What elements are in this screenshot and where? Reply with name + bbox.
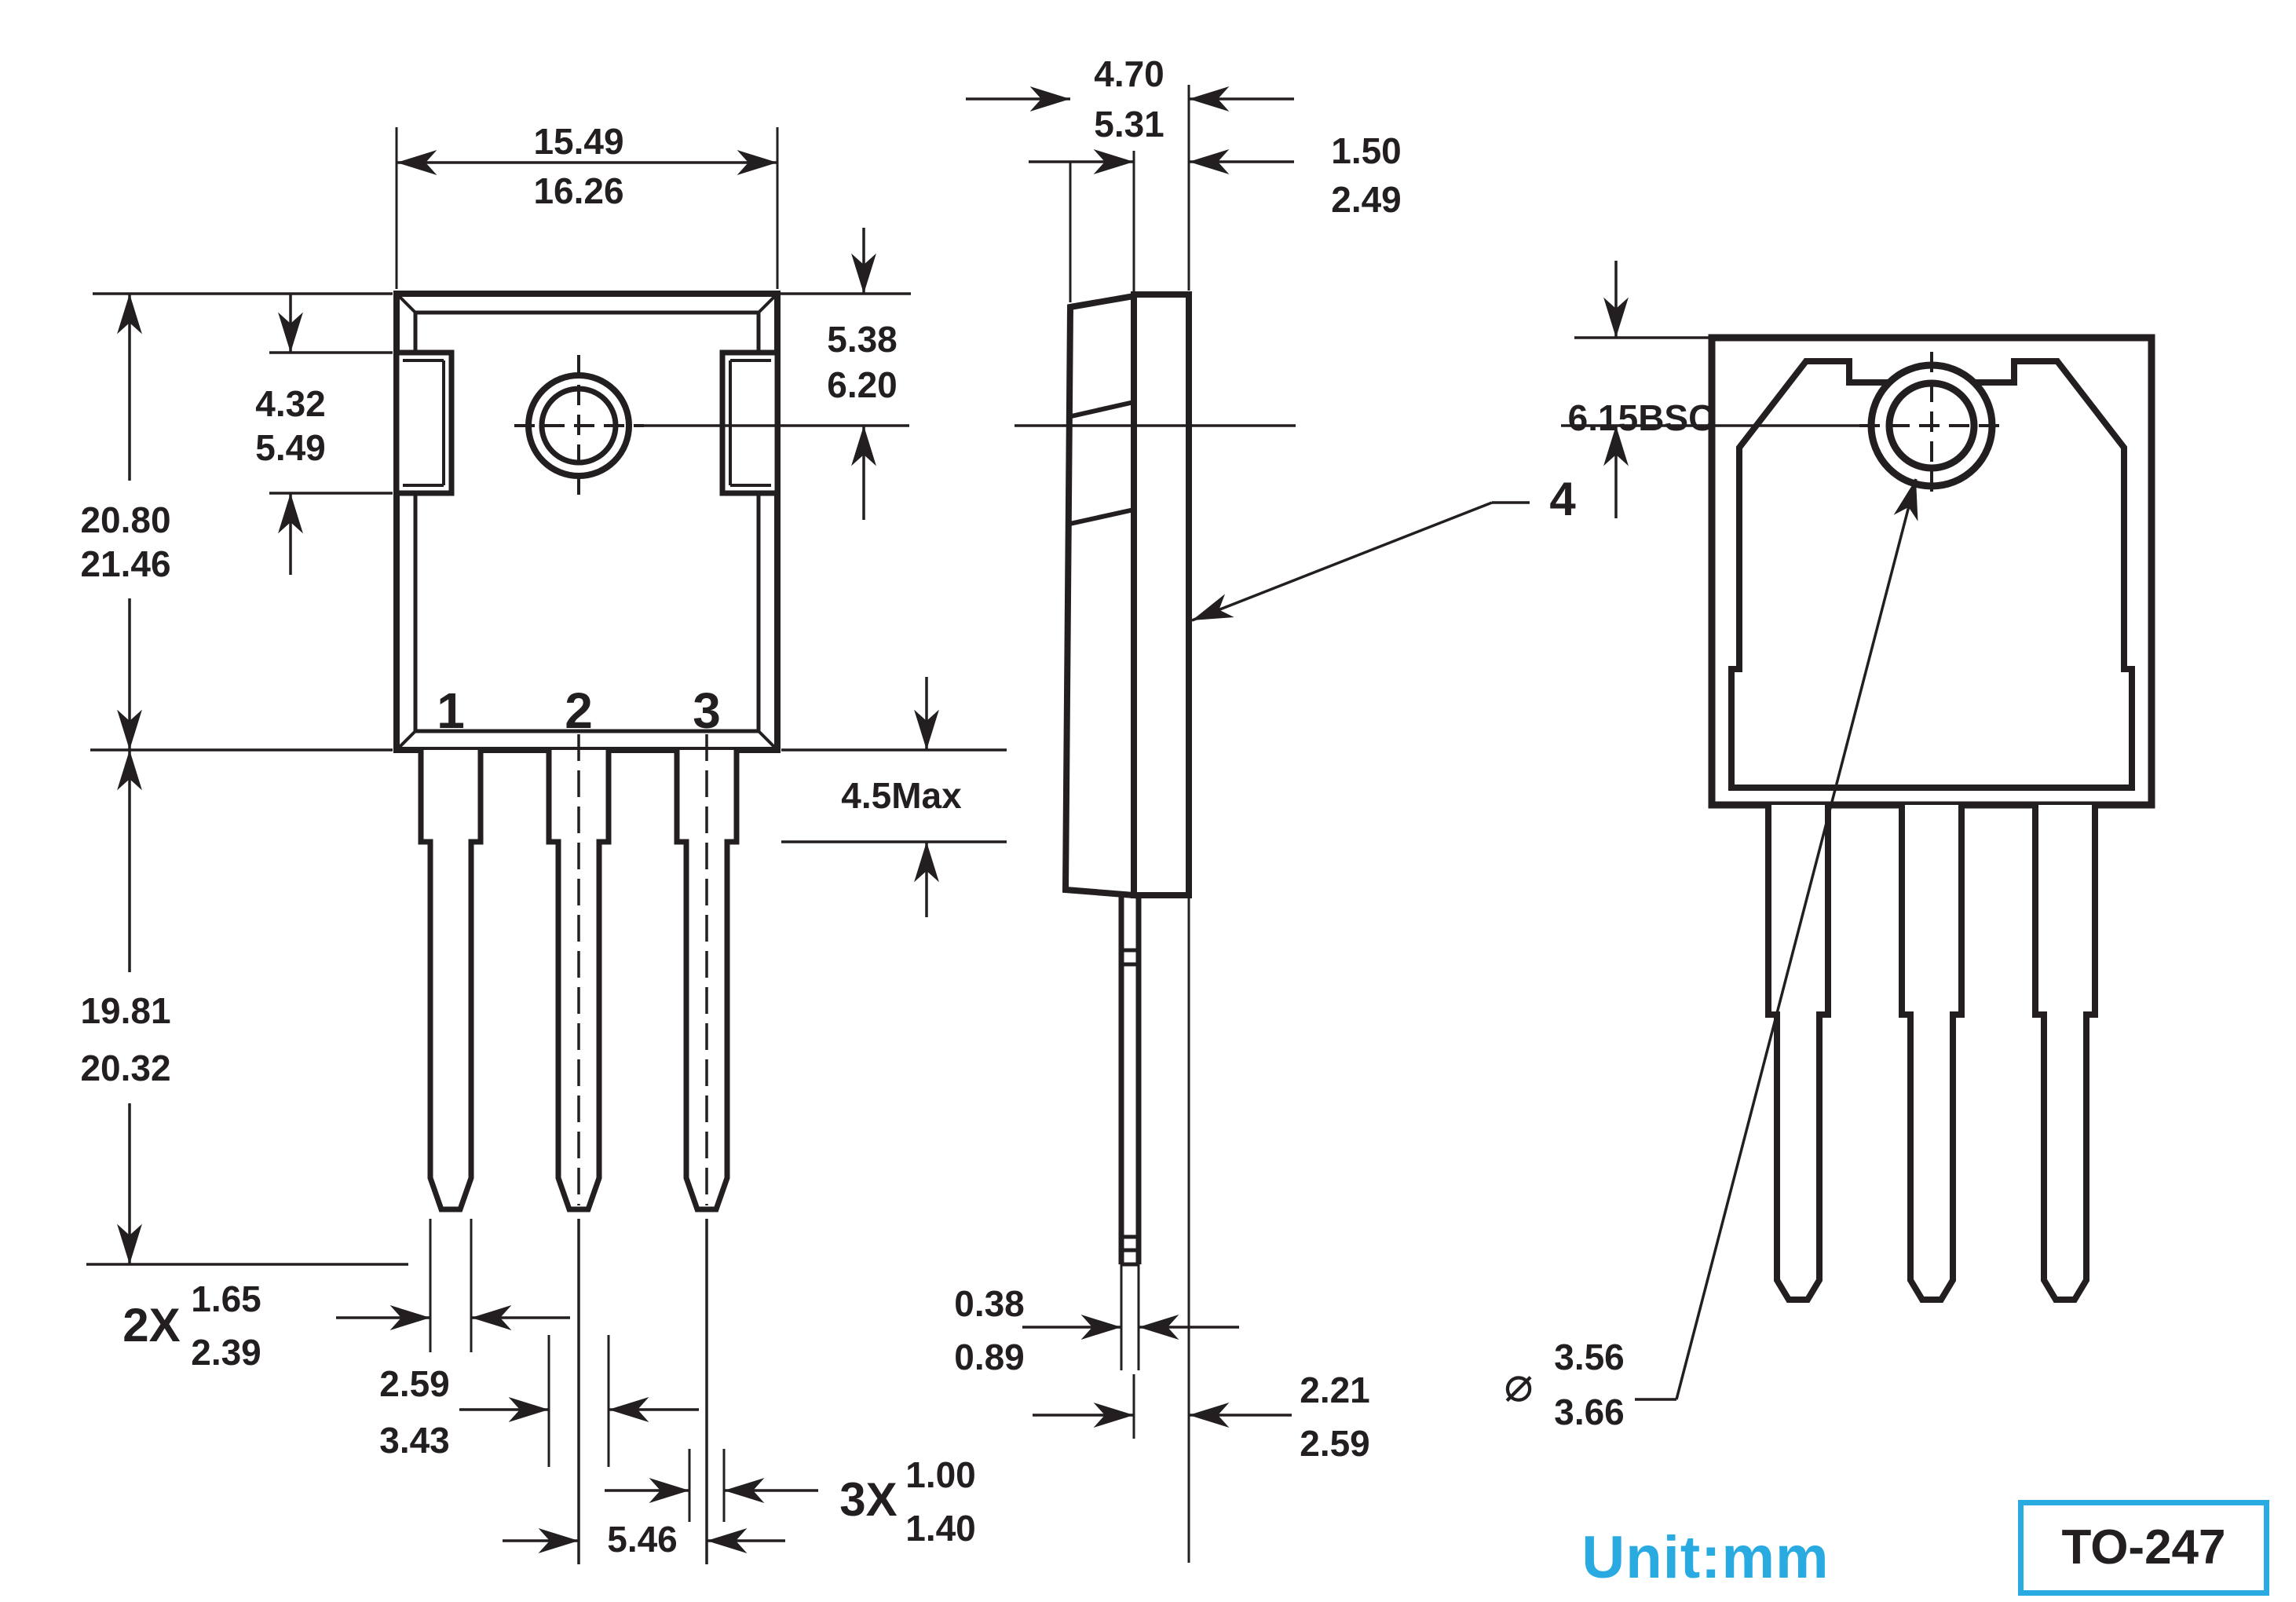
side-view <box>966 85 1530 1563</box>
dim-shoulder-length: 4.5Max <box>841 775 962 816</box>
side-metal-tab <box>1131 291 1192 898</box>
package-name-box: TO-247 <box>2018 1500 2269 1596</box>
dim-body-height-min: 20.80 <box>80 499 171 540</box>
dim-front-width-min: 15.49 <box>533 121 624 162</box>
lead-centerlines <box>577 734 708 1564</box>
unit-label: Unit:mm <box>1581 1524 1830 1591</box>
front-body-corner-bevels <box>395 292 779 752</box>
dim-hole-diameter-max: 3.66 <box>1554 1392 1625 1432</box>
dim-hole-diameter-min: 3.56 <box>1554 1337 1625 1377</box>
package-name: TO-247 <box>2061 1520 2226 1575</box>
dim-lead-width-outer-max: 2.39 <box>191 1332 261 1373</box>
hole-diameter-leader <box>1635 478 1918 1401</box>
dim-front-width <box>395 127 779 289</box>
lead-1-back <box>1765 805 1831 1303</box>
side-mold-body <box>1062 292 1137 899</box>
back-leads <box>1765 805 2098 1303</box>
dim-lead-thickness-max: 0.89 <box>954 1337 1025 1377</box>
dim-hole-center-spacing: 6.15BSC <box>1567 397 1715 438</box>
dim-front-width-max: 16.26 <box>533 170 624 211</box>
back-view <box>1561 261 2155 1401</box>
dim-hole-center-spacing <box>1574 261 1712 518</box>
dim-lead-tip-width-max: 1.40 <box>905 1508 976 1549</box>
tab-callout-leader <box>1191 501 1530 622</box>
dim-side-total-max: 5.31 <box>1094 104 1164 144</box>
lead-2 <box>546 750 612 1212</box>
front-leads <box>418 750 740 1212</box>
dim-hole-offset-max: 6.20 <box>827 364 898 405</box>
dim-lead-width-center-max: 3.43 <box>379 1420 450 1461</box>
dim-tab-thickness-max: 2.49 <box>1331 179 1402 220</box>
pin-number-1: 1 <box>437 682 465 739</box>
front-left-ear <box>393 349 455 496</box>
dim-lead-width-outer-prefix: 2X <box>122 1299 181 1351</box>
dim-pin-length-min: 19.81 <box>80 990 171 1031</box>
lead-3-back <box>2032 805 2098 1303</box>
tab-callout-number: 4 <box>1549 473 1576 525</box>
dim-ear-height <box>269 294 393 575</box>
dim-lead-thickness-min: 0.38 <box>954 1283 1025 1324</box>
lead-2-back <box>1899 805 1965 1303</box>
lead-1 <box>418 750 484 1212</box>
dim-shoulder-length <box>781 677 1007 917</box>
dim-ear-height-min: 4.32 <box>255 383 326 424</box>
diameter-symbol-icon: ⌀ <box>1504 1358 1534 1412</box>
dim-lead-pitch: 5.46 <box>607 1519 678 1560</box>
front-right-ear <box>719 349 781 496</box>
dim-hole-offset <box>777 228 911 520</box>
dim-lead-tip-width-prefix: 3X <box>839 1473 898 1526</box>
pin-number-3: 3 <box>693 682 721 739</box>
dim-tab-setback-max: 2.59 <box>1300 1423 1370 1464</box>
lead-3 <box>674 750 740 1212</box>
dim-lead-tip-width-min: 1.00 <box>905 1454 976 1495</box>
front-body-inner-frame <box>413 310 761 733</box>
front-view <box>86 127 1007 1564</box>
side-mold-parting-line <box>1066 507 1135 527</box>
dim-front-heights <box>86 292 408 1266</box>
dim-lead-width-center-min: 2.59 <box>379 1363 450 1404</box>
dim-hole-offset-min: 5.38 <box>827 319 898 360</box>
back-mounting-hole <box>1859 352 2004 499</box>
front-extension-lines <box>429 1219 726 1522</box>
dim-tab-setback-min: 2.21 <box>1300 1370 1370 1410</box>
side-lead <box>1118 895 1142 1267</box>
dim-pin-length-max: 20.32 <box>80 1048 171 1088</box>
back-heatsink-plate <box>1728 358 2135 791</box>
front-body-outline <box>393 291 781 753</box>
side-mold-parting-line <box>1067 400 1135 419</box>
dim-body-height-max: 21.46 <box>80 543 171 584</box>
dim-lead-width-outer-min: 1.65 <box>191 1278 261 1319</box>
pin-number-2: 2 <box>565 682 593 739</box>
dim-side-total-min: 4.70 <box>1094 53 1164 94</box>
side-extension-lines <box>1069 85 1190 1563</box>
dim-tab-thickness-min: 1.50 <box>1331 130 1402 171</box>
dim-ear-height-max: 5.49 <box>255 427 326 468</box>
